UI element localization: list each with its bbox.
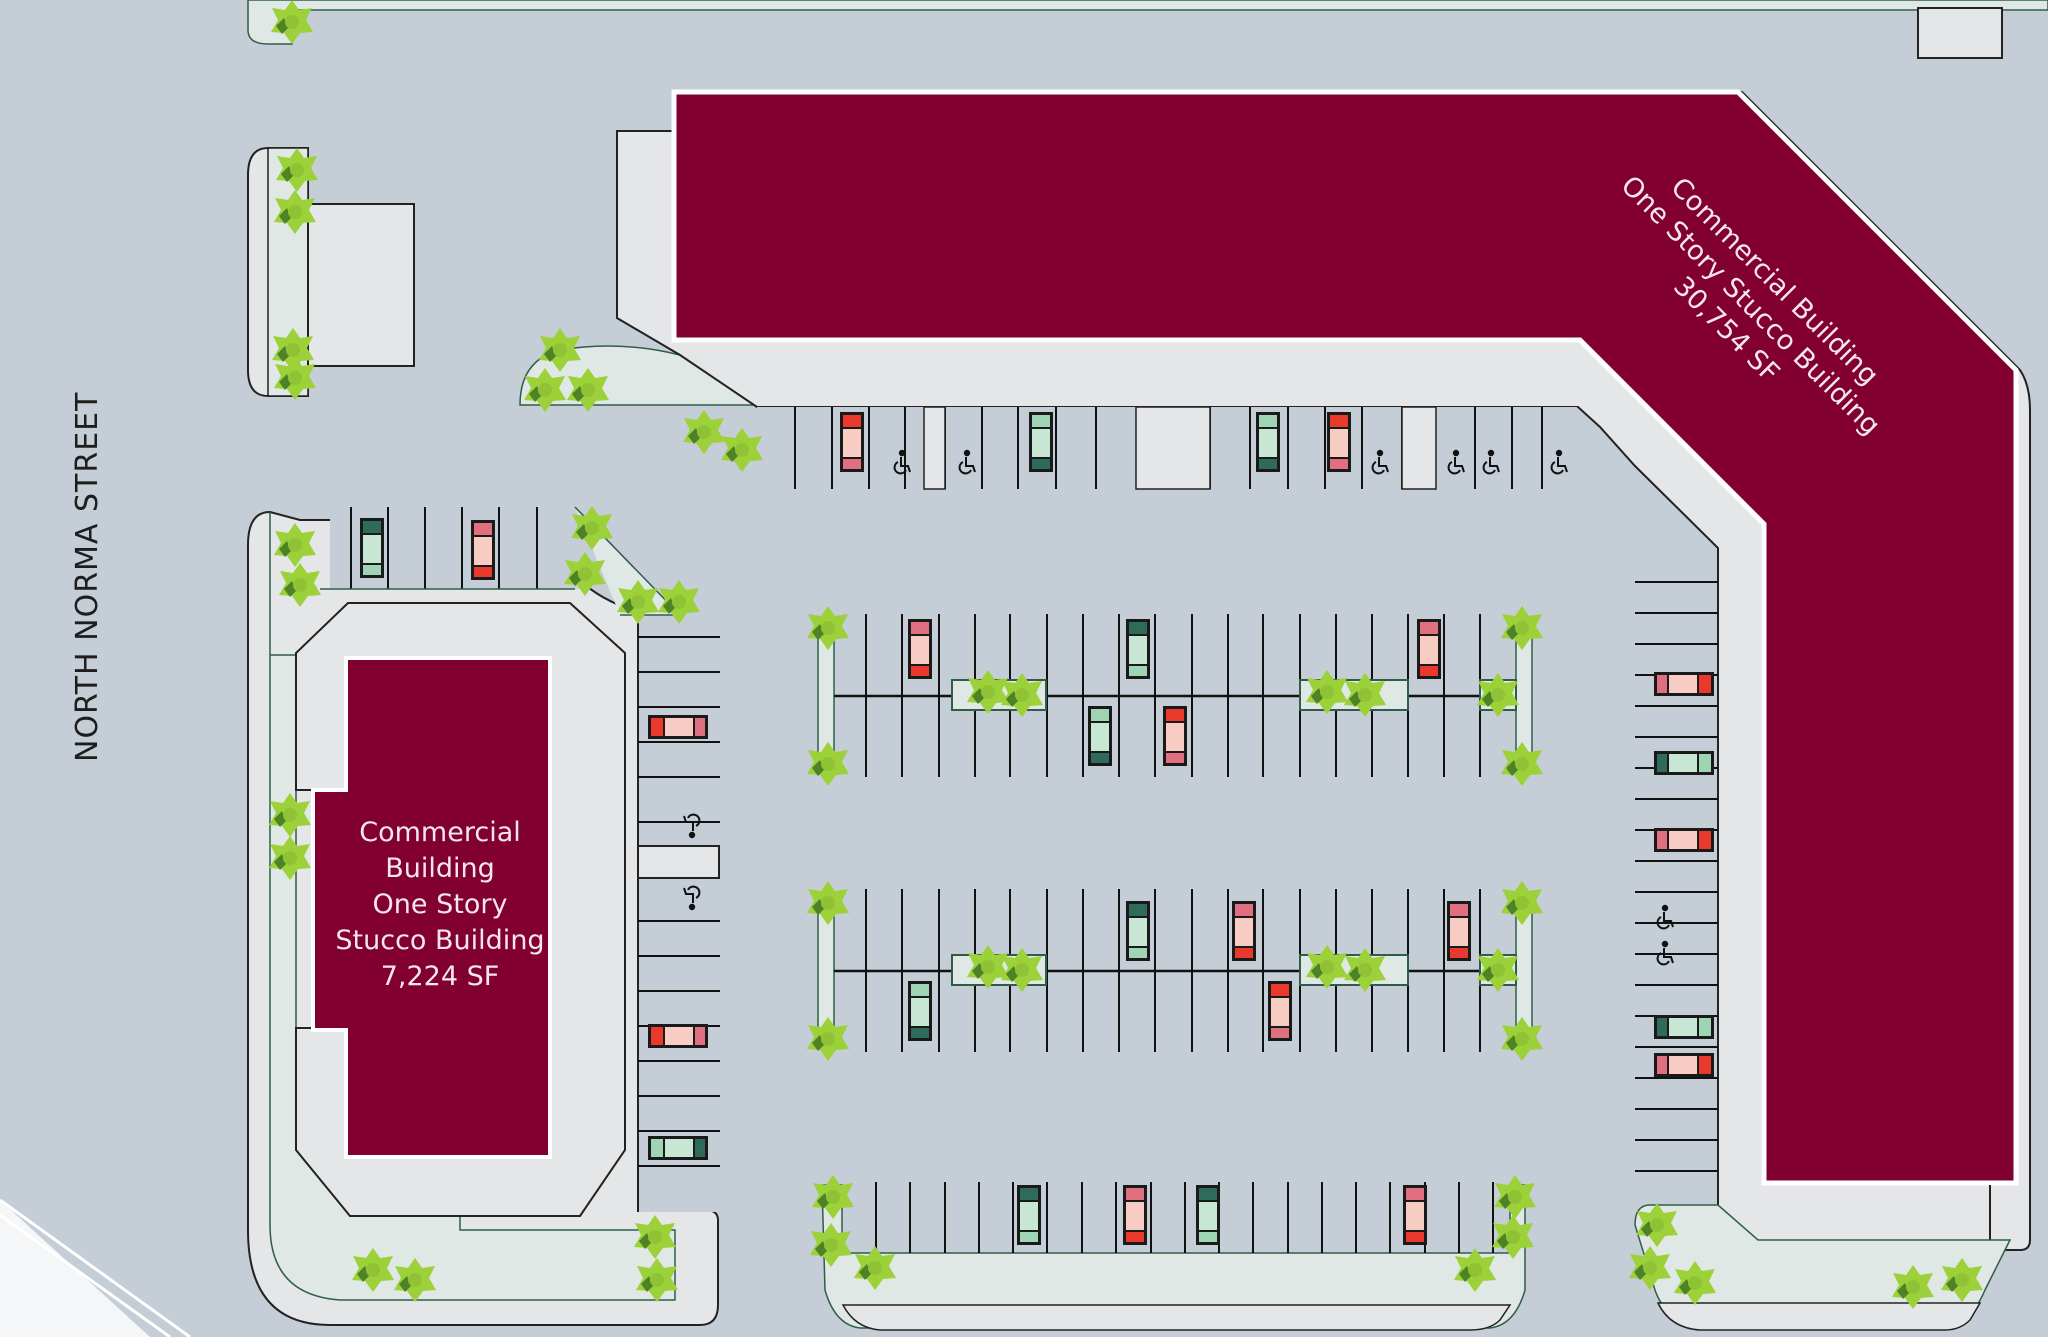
small-building-type-line1: One Story xyxy=(372,889,508,920)
small-building-name-line2: Building xyxy=(385,853,495,884)
small-building-name-line1: Commercial xyxy=(359,817,521,848)
small-building-area: 7,224 SF xyxy=(380,961,500,992)
street-label: NORTH NORMA STREET xyxy=(70,391,105,762)
small-building-type-line2: Stucco Building xyxy=(335,925,545,956)
small-building-label: Commercial Building One Story Stucco Bui… xyxy=(320,815,560,995)
